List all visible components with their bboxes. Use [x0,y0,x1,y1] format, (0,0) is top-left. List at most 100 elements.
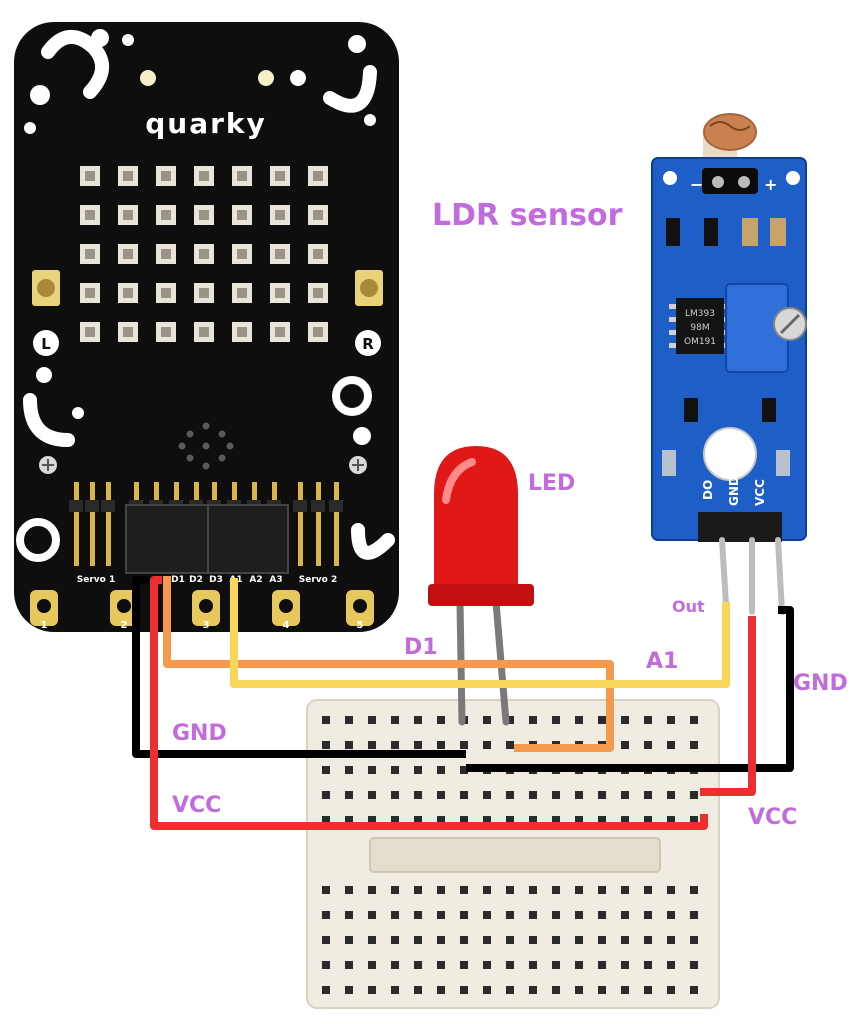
breadboard-hole [437,741,445,749]
breadboard-hole [690,986,698,994]
breadboard-hole [368,816,376,824]
breadboard-hole [621,791,629,799]
breadboard-hole [414,741,422,749]
breadboard-hole [322,936,330,944]
breadboard-hole [667,911,675,919]
breadboard-hole [391,961,399,969]
breadboard-hole [598,936,606,944]
matrix-led [80,283,100,303]
breadboard-hole [437,911,445,919]
breadboard-hole [391,986,399,994]
chip-pin [669,317,676,322]
breadboard-hole [414,766,422,774]
breadboard-hole [322,791,330,799]
wire-vcc-left [150,576,708,830]
breadboard-hole [345,961,353,969]
speaker-hole [218,454,226,462]
breadboard-hole [575,716,583,724]
breadboard-hole [322,886,330,894]
breadboard-hole [368,766,376,774]
matrix-led [194,244,214,264]
breadboard-hole [483,961,491,969]
breadboard-hole [529,886,537,894]
breadboard-hole [414,816,422,824]
matrix-led [232,166,252,186]
edge-pad-label: 4 [283,620,290,631]
breadboard-hole [345,936,353,944]
breadboard-hole [391,716,399,724]
speaker-hole [218,430,226,438]
edge-pad-hole [353,599,367,613]
header-pin [106,482,111,566]
breadboard-hole [621,816,629,824]
breadboard-hole [437,961,445,969]
breadboard-hole [322,911,330,919]
breadboard-hole [690,716,698,724]
breadboard-hole [667,741,675,749]
breadboard-hole [529,936,537,944]
breadboard-hole [460,791,468,799]
edge-pad-hole [37,599,51,613]
matrix-led [80,322,100,342]
breadboard-hole [437,716,445,724]
breadboard-hole [667,986,675,994]
breadboard-hole [460,816,468,824]
breadboard-hole [345,911,353,919]
breadboard-hole [621,741,629,749]
breadboard-hole [575,791,583,799]
header-label: D2 [189,575,203,585]
chip-text-2: 98M [690,323,709,333]
out-label: Out [672,597,705,616]
breadboard-hole [391,741,399,749]
matrix-led [270,283,290,303]
matrix-led [270,205,290,225]
breadboard-hole [644,716,652,724]
breadboard-hole [345,986,353,994]
ldr-pins [719,537,785,615]
breadboard-hole [552,791,560,799]
breadboard-hole [552,716,560,724]
breadboard-hole [322,766,330,774]
breadboard-hole [598,961,606,969]
breadboard-hole [437,886,445,894]
header-pin [74,482,79,566]
matrix-led [194,166,214,186]
breadboard-hole [345,766,353,774]
edge-pad-label: 1 [41,620,48,631]
breadboard-hole [322,961,330,969]
breadboard-hole [345,886,353,894]
board-dots [24,29,376,445]
chip-text-3: OM191 [684,337,716,347]
wire-d1 [163,576,614,752]
breadboard-hole [644,816,652,824]
breadboard-hole [598,911,606,919]
breadboard-hole [621,936,629,944]
breadboard-hole [460,911,468,919]
led-matrix [80,166,328,342]
header-base [311,500,325,512]
breadboard-hole [368,961,376,969]
matrix-led [118,205,138,225]
matrix-led [194,205,214,225]
matrix-led [156,244,176,264]
breadboard-hole [368,986,376,994]
breadboard-hole [506,986,514,994]
led-label: LED [528,471,575,496]
matrix-led [270,322,290,342]
matrix-led [80,166,100,186]
breadboard-hole [483,986,491,994]
labels: LDR sensor LED Out D1 A1 GND GND VCC VCC [172,198,848,830]
breadboard-hole [506,886,514,894]
wire-a1 [230,578,730,688]
breadboard-hole [437,816,445,824]
breadboard-hole [690,816,698,824]
breadboard-hole [598,816,606,824]
edge-pad-hole [279,599,293,613]
matrix-led [308,283,328,303]
matrix-led [232,322,252,342]
matrix-led [232,244,252,264]
gnd-right-label: GND [793,671,848,696]
speaker-hole [202,422,210,430]
breadboard-hole [690,961,698,969]
header-base [329,500,343,512]
